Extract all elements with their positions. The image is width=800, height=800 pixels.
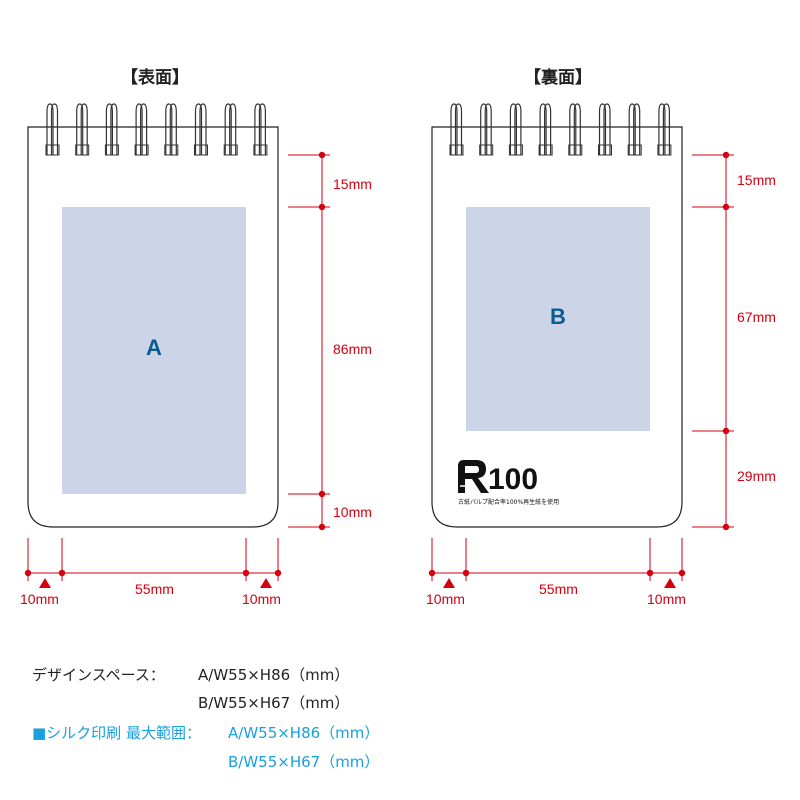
r100-logo-caption: 古紙パルプ配合率100%再生紙を使用 bbox=[458, 499, 560, 506]
front-design-area bbox=[62, 207, 246, 494]
spiral-ring-icon bbox=[164, 103, 179, 156]
front-horizontal-dimensions bbox=[24, 538, 282, 588]
back-area-label: B bbox=[550, 304, 566, 329]
back-design-area bbox=[466, 207, 650, 431]
design-space-a: A/W55×H86（mm） bbox=[198, 666, 350, 684]
svg-text:100: 100 bbox=[488, 463, 538, 496]
back-spiral-binding bbox=[449, 103, 672, 156]
spiral-ring-icon bbox=[568, 103, 583, 156]
spiral-ring-icon bbox=[657, 103, 672, 156]
r100-logo-icon: 100 bbox=[458, 460, 538, 496]
spiral-ring-icon bbox=[134, 103, 149, 156]
front-notepad bbox=[27, 103, 279, 528]
back-dim-middle: 67mm bbox=[737, 309, 776, 325]
back-dim-width: 55mm bbox=[539, 581, 578, 597]
spiral-ring-icon bbox=[194, 103, 208, 156]
spiral-ring-icon bbox=[45, 103, 60, 156]
spiral-ring-icon bbox=[598, 103, 612, 156]
back-horizontal-dimensions bbox=[428, 538, 686, 588]
front-dim-left: 10mm bbox=[20, 591, 59, 607]
back-notepad: 100 bbox=[431, 103, 683, 528]
back-vertical-dimensions bbox=[692, 151, 734, 531]
back-dim-right: 10mm bbox=[647, 591, 686, 607]
front-dim-right: 10mm bbox=[242, 591, 281, 607]
spiral-ring-icon bbox=[627, 103, 642, 156]
front-dim-bottom: 10mm bbox=[333, 504, 372, 520]
front-dim-middle: 86mm bbox=[333, 341, 372, 357]
front-vertical-dimensions bbox=[288, 151, 330, 531]
spiral-ring-icon bbox=[508, 103, 523, 156]
spiral-ring-icon bbox=[75, 103, 90, 156]
spiral-ring-icon bbox=[479, 103, 494, 156]
back-dim-left: 10mm bbox=[426, 591, 465, 607]
front-title: 【表面】 bbox=[121, 68, 189, 88]
design-space-label: デザインスペース： bbox=[32, 666, 165, 684]
spiral-ring-icon bbox=[538, 103, 553, 156]
spiral-ring-icon bbox=[449, 103, 464, 156]
front-dim-top: 15mm bbox=[333, 176, 372, 192]
design-space-b: B/W55×H67（mm） bbox=[198, 694, 350, 712]
front-left-marker-icon bbox=[39, 578, 51, 588]
back-left-marker-icon bbox=[443, 578, 455, 588]
silk-print-label: ■シルク印刷 最大範囲： bbox=[32, 724, 201, 742]
back-right-marker-icon bbox=[664, 578, 676, 588]
front-spiral-binding bbox=[45, 103, 268, 156]
silk-print-a: A/W55×H86（mm） bbox=[228, 724, 380, 742]
back-title: 【裏面】 bbox=[524, 68, 592, 88]
front-dim-width: 55mm bbox=[135, 581, 174, 597]
silk-print-b: B/W55×H67（mm） bbox=[228, 753, 380, 771]
back-dim-bottom: 29mm bbox=[737, 468, 776, 484]
spiral-ring-icon bbox=[223, 103, 238, 156]
back-dim-top: 15mm bbox=[737, 172, 776, 188]
spiral-ring-icon bbox=[253, 103, 268, 156]
front-right-marker-icon bbox=[260, 578, 272, 588]
front-area-label: A bbox=[146, 335, 162, 360]
spiral-ring-icon bbox=[104, 103, 119, 156]
